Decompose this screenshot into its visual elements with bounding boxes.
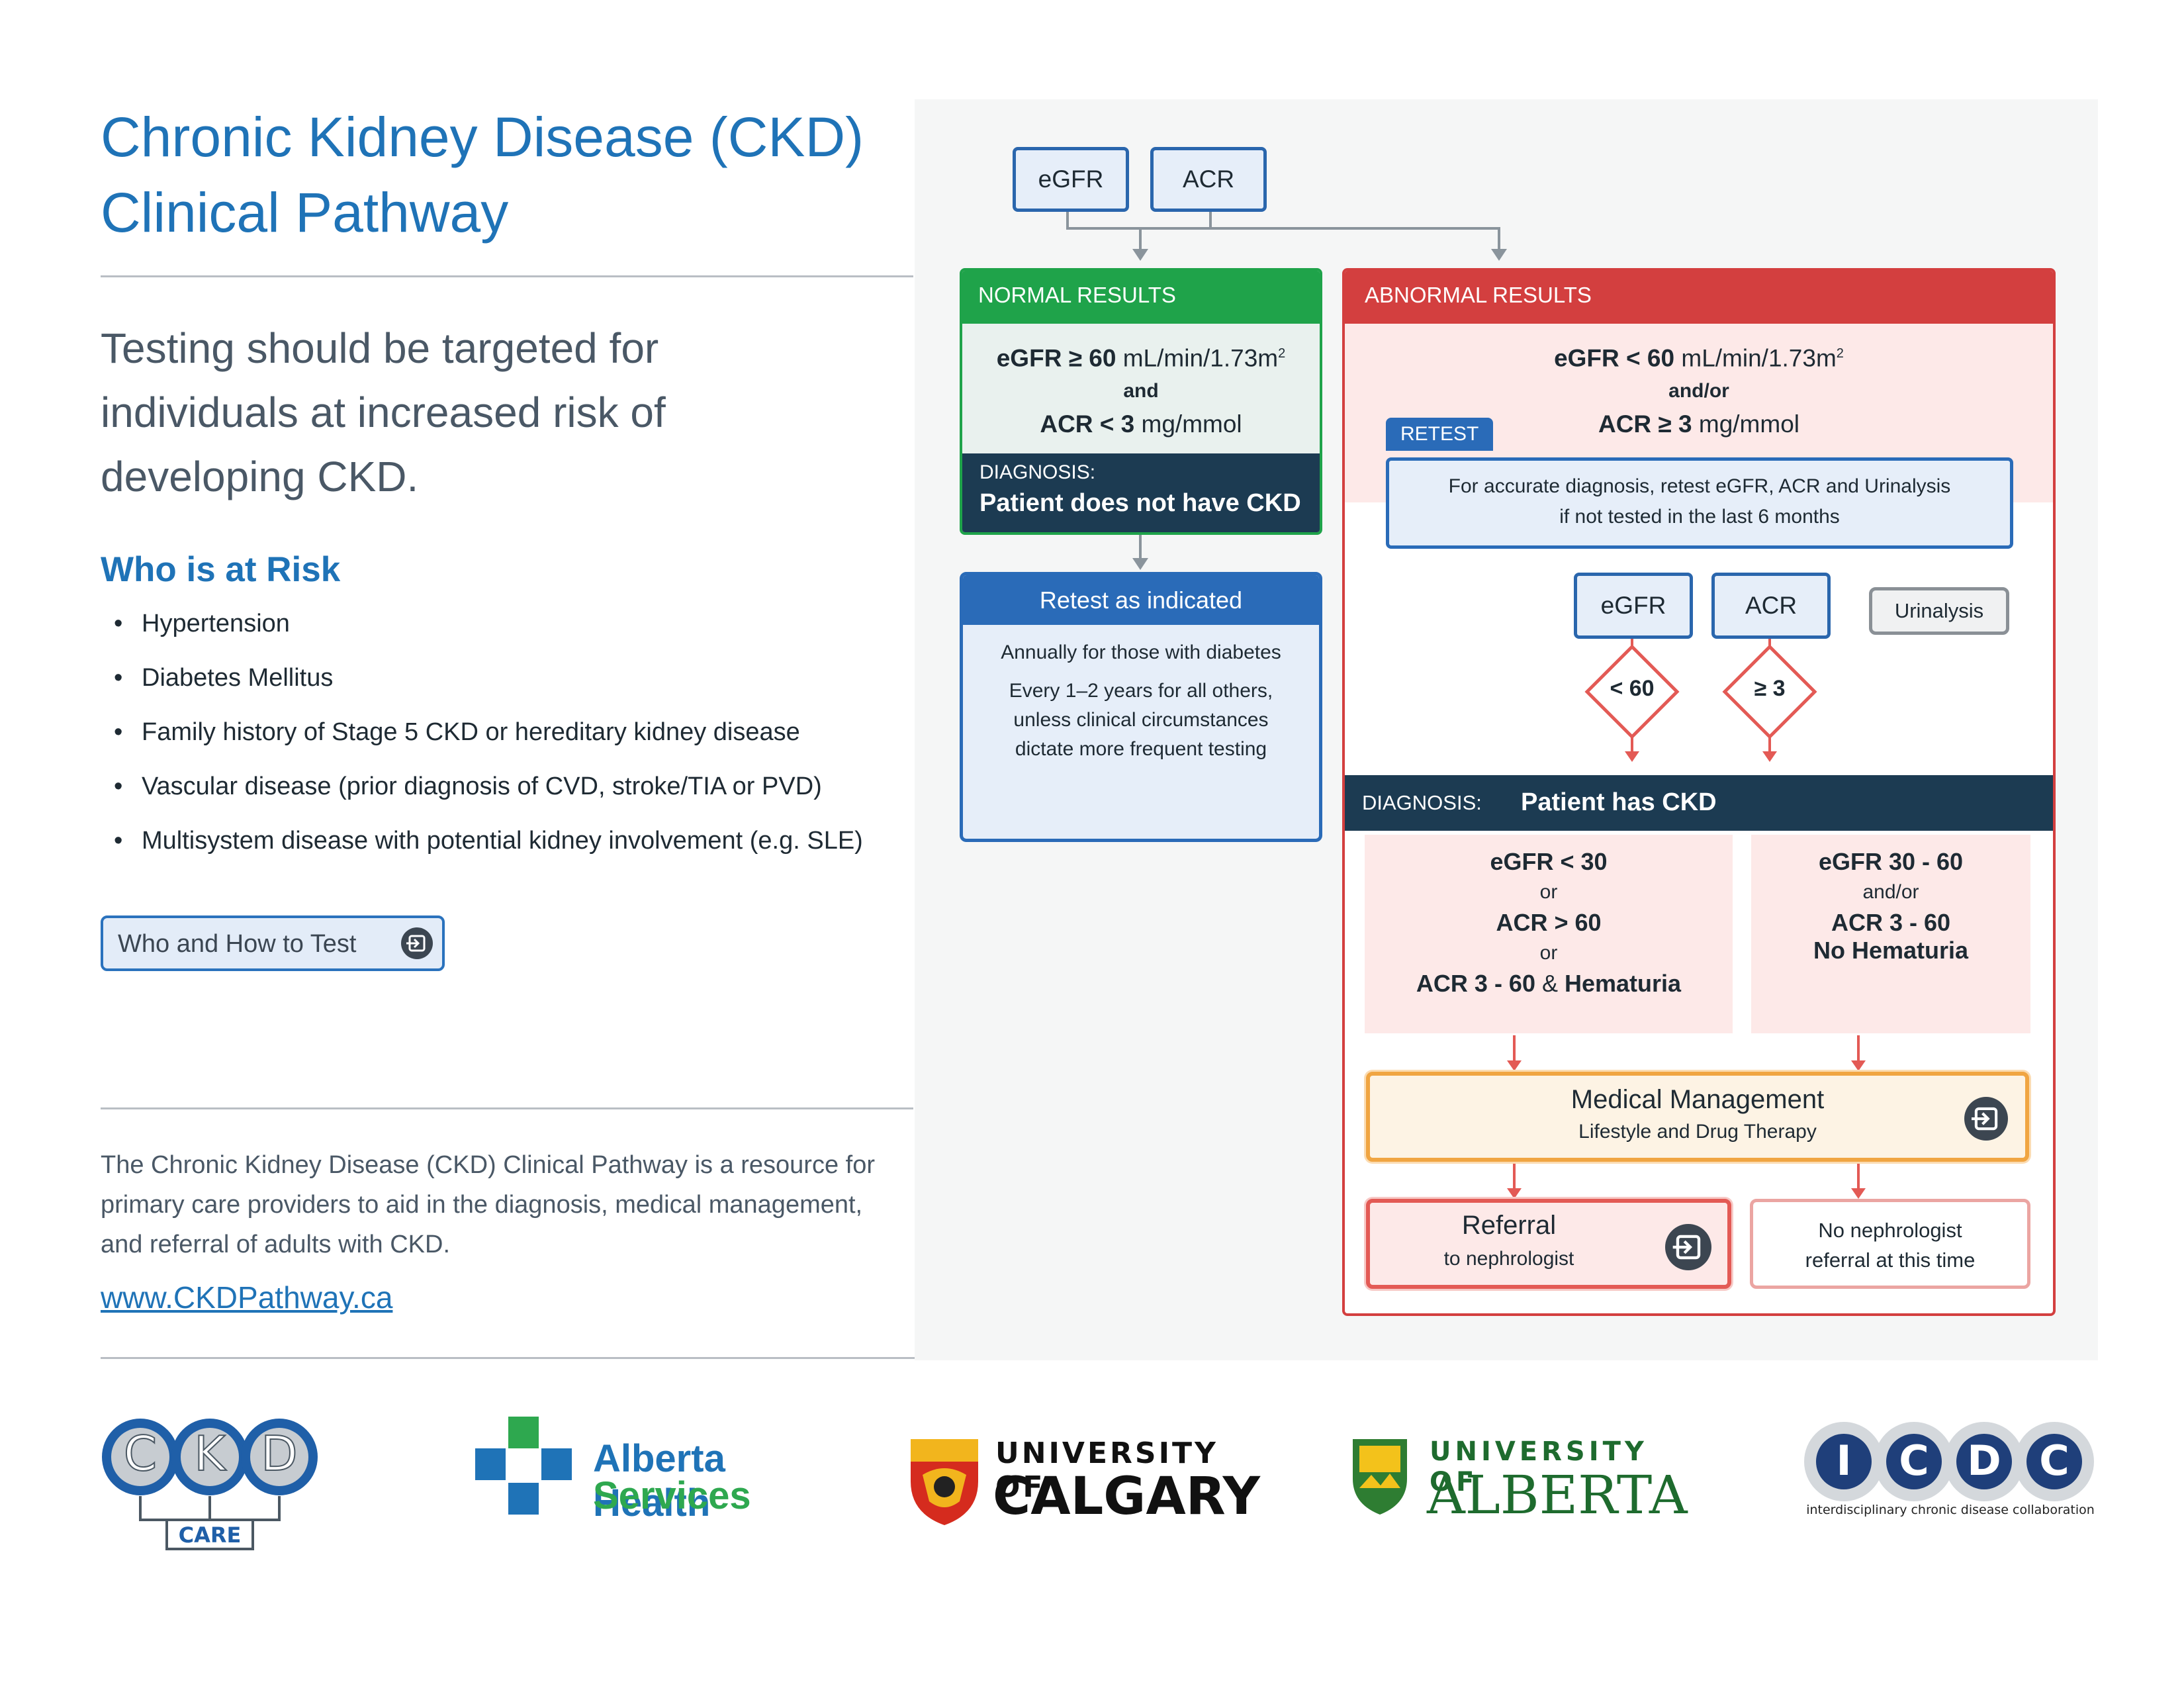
title-line-1: Chronic Kidney Disease (CKD) <box>101 106 864 168</box>
egfr-threshold-label: < 60 <box>1610 676 1655 701</box>
urinalysis-box: Urinalysis <box>1869 587 2009 635</box>
ckd-rings-icon <box>102 1419 318 1550</box>
acr-retest-box: ACR <box>1711 573 1831 639</box>
retest-header: Retest as indicated <box>963 575 1319 625</box>
egfr-test-box: eGFR <box>1013 147 1129 212</box>
abnormal-results-header: ABNORMAL RESULTS <box>1345 271 2053 324</box>
enter-icon <box>1964 1097 2008 1141</box>
medical-management-button[interactable]: Medical Management Lifestyle and Drug Th… <box>1366 1072 2029 1162</box>
egfr-threshold-diamond <box>1584 644 1680 739</box>
divider <box>101 275 913 277</box>
normal-results-box: NORMAL RESULTS eGFR ≥ 60 mL/min/1.73m2 a… <box>960 268 1322 535</box>
list-item: •Family history of Stage 5 CKD or heredi… <box>114 718 800 746</box>
acr-threshold-diamond <box>1722 644 1817 739</box>
ucalgary-crest-icon <box>911 1439 978 1525</box>
ckd-care-logo: C K D CARE <box>101 1414 319 1554</box>
list-item: •Diabetes Mellitus <box>114 664 334 692</box>
icdc-logo: I C D C interdisciplinary chronic diseas… <box>1803 1419 2098 1525</box>
abnormal-diagnosis: DIAGNOSIS: Patient has CKD <box>1345 775 2053 831</box>
ualberta-crest-icon <box>1353 1439 1407 1515</box>
divider <box>101 1107 913 1109</box>
page-title: Chronic Kidney Disease (CKD) Clinical Pa… <box>101 99 915 250</box>
website-link[interactable]: www.CKDPathway.ca <box>101 1280 393 1315</box>
ahs-cross-icon <box>475 1417 572 1515</box>
list-item: •Hypertension <box>114 610 290 637</box>
title-line-2: Clinical Pathway <box>101 181 509 244</box>
moderate-criteria-card: eGFR 30 - 60 and/or ACR 3 - 60 No Hematu… <box>1751 835 2030 1033</box>
abnormal-criteria: eGFR < 60 mL/min/1.73m2 and/or ACR ≥ 3 m… <box>1554 344 1844 438</box>
egfr-retest-box: eGFR <box>1574 573 1693 639</box>
description-text: The Chronic Kidney Disease (CKD) Clinica… <box>101 1151 876 1258</box>
risk-heading: Who is at Risk <box>101 550 341 589</box>
normal-results-header: NORMAL RESULTS <box>962 271 1320 324</box>
risk-list: •Hypertension •Diabetes Mellitus •Family… <box>114 608 908 879</box>
who-and-how-to-test-label: Who and How to Test <box>118 930 357 958</box>
retest-message: For accurate diagnosis, retest eGFR, ACR… <box>1386 457 2013 549</box>
acr-test-box: ACR <box>1150 147 1267 212</box>
abnormal-results-box: ABNORMAL RESULTS eGFR < 60 mL/min/1.73m2… <box>1342 268 2056 1316</box>
retest-body: Annually for those with diabetes Every 1… <box>1001 641 1281 760</box>
ualberta-logo: UNIVERSITY OF ALBERTA <box>1350 1435 1694 1528</box>
acr-threshold-label: ≥ 3 <box>1754 676 1786 701</box>
intro-text: Testing should be targeted for individua… <box>101 324 666 500</box>
referral-button[interactable]: Referral to nephrologist <box>1366 1199 1731 1289</box>
retest-tab: RETEST <box>1386 418 1494 451</box>
list-item: •Multisystem disease with potential kidn… <box>114 827 863 855</box>
ahs-logo: Alberta Health Services <box>475 1417 819 1524</box>
retest-as-indicated-box: Retest as indicated Annually for those w… <box>960 572 1322 842</box>
threshold-diamonds <box>1507 639 1866 1199</box>
normal-criteria: eGFR ≥ 60 mL/min/1.73m2 and ACR < 3 mg/m… <box>996 344 1286 438</box>
enter-icon <box>401 927 433 959</box>
severe-criteria-card: eGFR < 30 or ACR > 60 or ACR 3 - 60 & He… <box>1365 835 1733 1033</box>
enter-icon <box>1665 1224 1711 1270</box>
icdc-rings-icon <box>1804 1422 2094 1501</box>
ucalgary-logo: UNIVERSITY OF CALGARY <box>908 1435 1265 1528</box>
no-referral-box: No nephrologist referral at this time <box>1750 1199 2030 1289</box>
who-and-how-to-test-button[interactable]: Who and How to Test <box>101 915 445 971</box>
normal-diagnosis: DIAGNOSIS: Patient does not have CKD <box>962 453 1320 532</box>
list-item: •Vascular disease (prior diagnosis of CV… <box>114 773 822 800</box>
